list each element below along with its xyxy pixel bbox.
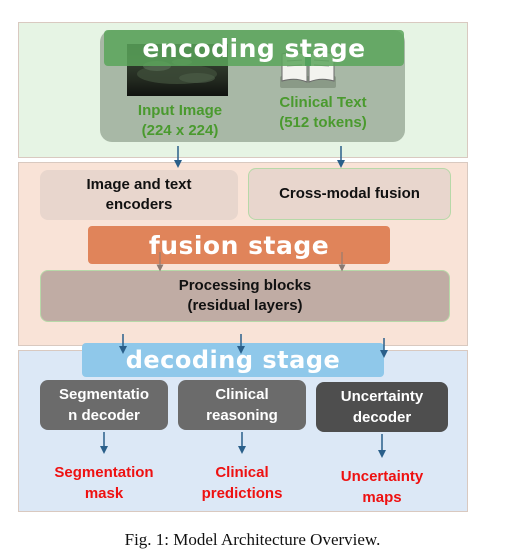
fusion-stage-title: fusion stage (148, 230, 330, 260)
clinical-text-label: Clinical Text (512 tokens) (258, 92, 388, 134)
encoders-box-line1: Image and text (86, 176, 192, 193)
uncertainty-maps-line1: Uncertainty (340, 468, 424, 485)
segmentation-decoder-line1: Segmentatio (58, 386, 149, 403)
input-image-label-line1: Input Image (137, 102, 223, 119)
processing-blocks-line2: (residual layers) (187, 297, 303, 314)
clinical-predictions-output: Clinical predictions (178, 461, 306, 505)
clinical-reasoning-line2: reasoning (206, 407, 278, 424)
clinical-predictions-line2: predictions (201, 485, 283, 502)
processing-blocks-box: Processing blocks (residual layers) (40, 270, 450, 322)
uncertainty-decoder-line2: decoder (352, 409, 412, 426)
clinical-text-label-line1: Clinical Text (279, 94, 367, 111)
uncertainty-decoder-line1: Uncertainty (340, 388, 424, 405)
segmentation-decoder-line2: n decoder (68, 407, 140, 424)
cross-modal-fusion-label: Cross-modal fusion (279, 185, 420, 202)
clinical-predictions-line1: Clinical (215, 464, 269, 481)
decoding-stage-title: decoding stage (125, 346, 341, 374)
clinical-reasoning-box: Clinical reasoning (178, 380, 306, 430)
clinical-text-label-line2: (512 tokens) (279, 114, 367, 131)
figure-caption: Fig. 1: Model Architecture Overview. (124, 530, 381, 549)
encoding-stage-title: encoding stage (142, 33, 366, 63)
encoding-stage-title-bar: encoding stage (104, 30, 404, 66)
encoders-box: Image and text encoders (40, 170, 238, 220)
uncertainty-maps-line2: maps (362, 489, 402, 506)
uncertainty-decoder-box: Uncertainty decoder (316, 382, 448, 432)
segmentation-decoder-box: Segmentatio n decoder (40, 380, 168, 430)
fusion-stage-title-bar: fusion stage (88, 226, 390, 264)
encoders-box-line2: encoders (105, 196, 173, 213)
decoding-stage-title-bar: decoding stage (82, 343, 384, 377)
input-image-label-line2: (224 x 224) (141, 122, 219, 139)
segmentation-mask-line2: mask (84, 485, 124, 502)
cross-modal-fusion-box: Cross-modal fusion (248, 168, 451, 220)
segmentation-mask-output: Segmentation mask (40, 461, 168, 505)
input-image-label: Input Image (224 x 224) (115, 100, 245, 142)
clinical-reasoning-line1: Clinical (215, 386, 269, 403)
uncertainty-maps-output: Uncertainty maps (316, 465, 448, 509)
figure-caption-wrap: Fig. 1: Model Architecture Overview. (0, 528, 505, 552)
segmentation-mask-line1: Segmentation (54, 464, 154, 481)
processing-blocks-line1: Processing blocks (178, 277, 312, 294)
